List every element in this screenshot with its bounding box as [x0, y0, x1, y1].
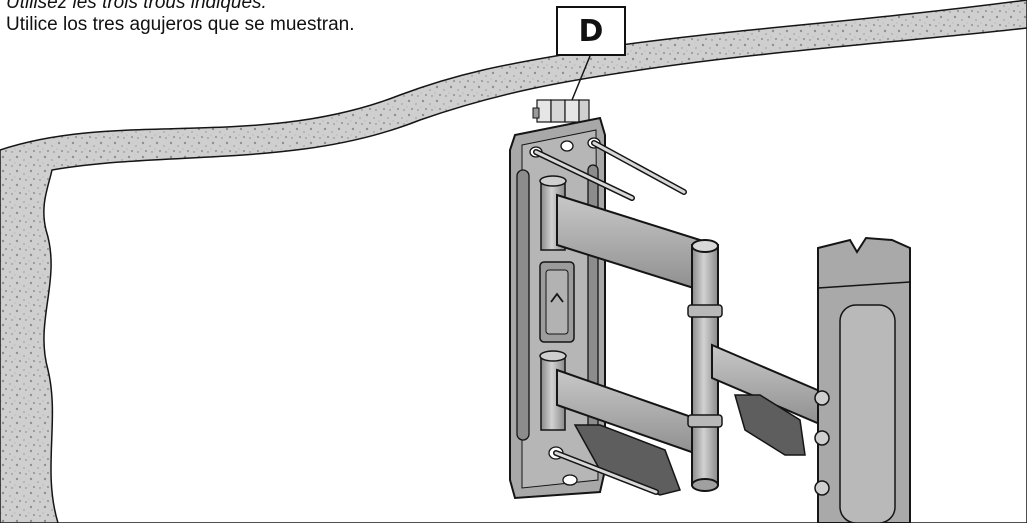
- part-label-letter: D: [578, 13, 604, 49]
- tv-bracket: [814, 236, 911, 523]
- lag-screws: [533, 140, 687, 495]
- instruction-text: Utilisez les trois trous indiqués. Utili…: [6, 0, 355, 36]
- instruction-spanish: Utilice los tres agujeros que se muestra…: [6, 14, 355, 35]
- cable-pads: [573, 394, 806, 496]
- spacer-blocks: [532, 99, 590, 123]
- leader-line: [571, 55, 591, 101]
- part-label-box: D: [556, 6, 626, 56]
- instruction-french: Utilisez les trois trous indiqués.: [6, 0, 267, 13]
